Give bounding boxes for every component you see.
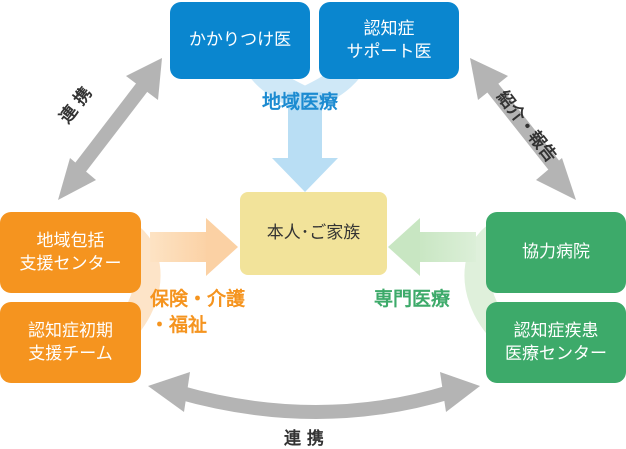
- renkei-left-double-arrow: [58, 58, 162, 200]
- node-kakaritsuke: かかりつけ医: [170, 2, 310, 79]
- label-chiiki-iryo: 地域医療: [262, 91, 339, 113]
- node-center-family: 本人･ご家族: [240, 192, 387, 275]
- node-ninchisho-support: 認知症 サポート医: [319, 2, 459, 79]
- label-hoken-kaigo-fukushi: 保険・介護 ・福祉: [150, 288, 246, 336]
- node-ninchisho-shoki: 認知症初期 支援チーム: [0, 302, 141, 383]
- node-chiiki-houkatsu: 地域包括 支援センター: [0, 212, 141, 293]
- renkei-bottom-double-arrow: [148, 372, 480, 419]
- label-renkei-bottom: 連 携: [284, 429, 324, 449]
- shoukai-right-double-arrow: [470, 58, 576, 200]
- node-kyoryoku-byoin: 協力病院: [486, 212, 626, 293]
- label-senmon-iryo: 専門医療: [374, 288, 451, 310]
- node-ninchisho-shikkan: 認知症疾患 医療センター: [486, 302, 626, 383]
